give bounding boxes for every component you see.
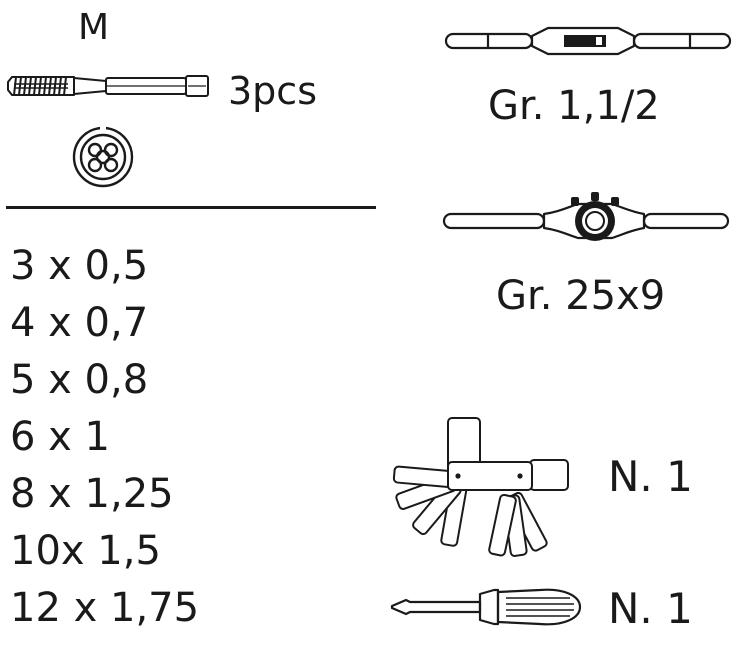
screwdriver-icon [390, 588, 582, 626]
die-handle-label: Gr. 25x9 [496, 273, 666, 319]
thread-size-item: 8 x 1,25 [10, 471, 174, 517]
size-unit-label: M [78, 7, 110, 48]
thread-size-item: 3 x 0,5 [10, 243, 149, 289]
screwdriver-quantity-label: N. 1 [608, 584, 693, 633]
thread-size-item: 4 x 0,7 [10, 300, 149, 346]
tap-wrench-label: Gr. 1,1/2 [488, 83, 660, 129]
die-handle-icon [442, 192, 730, 241]
thread-gauge-icon [392, 417, 569, 557]
thread-gauge-quantity-label: N. 1 [608, 452, 693, 501]
thread-size-item: 6 x 1 [10, 414, 110, 460]
thread-size-item: 12 x 1,75 [10, 585, 200, 631]
thread-size-item: 10x 1,5 [10, 528, 161, 574]
thread-size-list: 3 x 0,5 4 x 0,7 5 x 0,8 6 x 1 8 x 1,25 1… [10, 246, 199, 645]
round-die-icon [72, 126, 134, 188]
tap-quantity-label: 3pcs [228, 69, 317, 113]
section-divider [6, 206, 376, 209]
tap-icon [7, 75, 209, 97]
tap-wrench-icon [444, 26, 732, 56]
thread-size-item: 5 x 0,8 [10, 357, 149, 403]
